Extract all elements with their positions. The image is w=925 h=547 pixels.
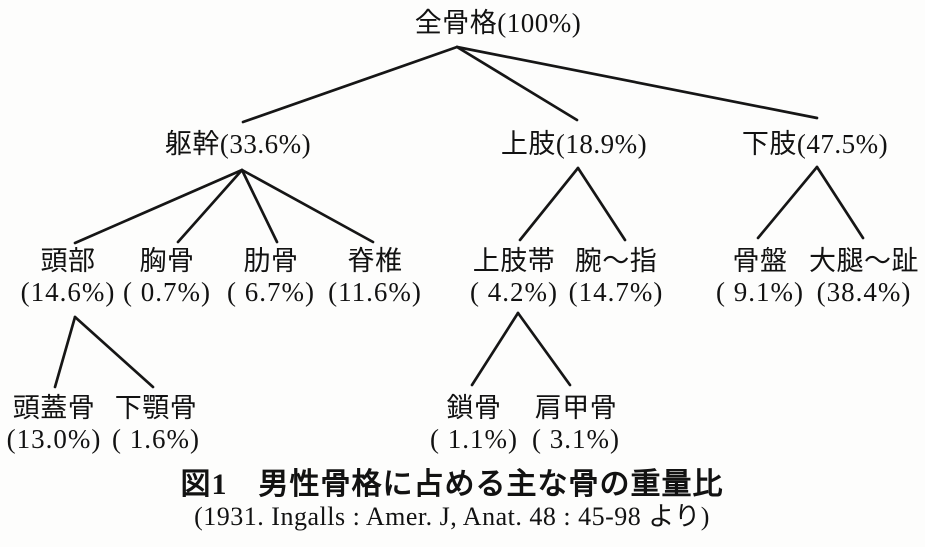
connector-trunk-spine [240, 168, 375, 244]
node-scapula-percent: ( 3.1%) [532, 424, 620, 454]
node-thigh-to-toes: 大腿～趾 (38.4%) [809, 246, 919, 308]
node-pelvis-label: 骨盤 [732, 246, 788, 276]
node-upper-limb: 上肢(18.9%) [500, 129, 648, 159]
node-spine-label: 脊椎 [347, 246, 403, 276]
connector-root-lower-limb [455, 45, 819, 120]
connector-lower-pelvis [756, 165, 819, 240]
connector-lower-thigh [815, 165, 865, 240]
node-head-percent: (14.6%) [20, 277, 116, 307]
node-mandible-label: 下顎骨 [114, 393, 198, 423]
node-pelvis-percent: ( 9.1%) [716, 277, 804, 307]
node-sternum-label: 胸骨 [139, 246, 195, 276]
connector-girdle-scapula [516, 311, 572, 387]
node-ribs: 肋骨 ( 6.7%) [227, 246, 315, 308]
connector-girdle-clavicle [470, 311, 520, 387]
node-clavicle-percent: ( 1.1%) [430, 424, 518, 454]
node-spine: 脊椎 (11.6%) [328, 246, 422, 308]
node-lower-limb: 下肢(47.5%) [741, 129, 889, 159]
node-spine-percent: (11.6%) [328, 277, 422, 307]
node-clavicle: 鎖骨 ( 1.1%) [430, 393, 518, 455]
node-scapula-label: 肩甲骨 [534, 393, 618, 423]
node-scapula: 肩甲骨 ( 3.1%) [532, 393, 620, 455]
figure-caption-source: (1931. Ingalls : Amer. J, Anat. 48 : 45-… [194, 502, 710, 531]
node-arm-to-fingers-label: 腕～指 [574, 246, 658, 276]
node-skull-percent: (13.0%) [6, 424, 102, 454]
node-whole-skeleton: 全骨格(100%) [414, 8, 582, 38]
node-trunk: 躯幹(33.6%) [164, 129, 312, 159]
node-pelvis: 骨盤 ( 9.1%) [716, 246, 804, 308]
connector-trunk-head [73, 168, 244, 245]
node-shoulder-girdle-percent: ( 4.2%) [470, 277, 558, 307]
connector-head-jaw [73, 315, 155, 389]
connector-root-upper-limb [455, 45, 579, 122]
connector-head-skull [53, 315, 77, 389]
node-skull-label: 頭蓋骨 [12, 393, 96, 423]
node-thigh-to-toes-label: 大腿～趾 [809, 246, 919, 276]
node-clavicle-label: 鎖骨 [446, 393, 502, 423]
connector-upper-girdle [518, 166, 580, 242]
figure-caption-title: 図1 男性骨格に占める主な骨の重量比 [180, 468, 724, 501]
node-head-label: 頭部 [40, 246, 96, 276]
node-head: 頭部 (14.6%) [21, 246, 116, 308]
node-sternum: 胸骨 ( 0.7%) [123, 246, 211, 308]
node-sternum-percent: ( 0.7%) [123, 277, 211, 307]
node-shoulder-girdle-label: 上肢帯 [472, 246, 556, 276]
figure-caption: 図1 男性骨格に占める主な骨の重量比 (1931. Ingalls : Amer… [181, 468, 724, 532]
node-arm-to-fingers: 腕～指 (14.7%) [569, 246, 664, 308]
node-skull: 頭蓋骨 (13.0%) [7, 393, 102, 455]
node-ribs-label: 肋骨 [243, 246, 299, 276]
node-mandible: 下顎骨 ( 1.6%) [112, 393, 200, 455]
node-shoulder-girdle: 上肢帯 ( 4.2%) [470, 246, 558, 308]
connector-upper-arm [576, 166, 627, 242]
connector-root-trunk [241, 45, 459, 124]
node-thigh-to-toes-percent: (38.4%) [816, 277, 912, 307]
connector-trunk-ribs [240, 168, 279, 244]
node-arm-to-fingers-percent: (14.7%) [568, 277, 664, 307]
connector-trunk-sternum [176, 168, 244, 244]
node-ribs-percent: ( 6.7%) [227, 277, 315, 307]
node-mandible-percent: ( 1.6%) [112, 424, 200, 454]
